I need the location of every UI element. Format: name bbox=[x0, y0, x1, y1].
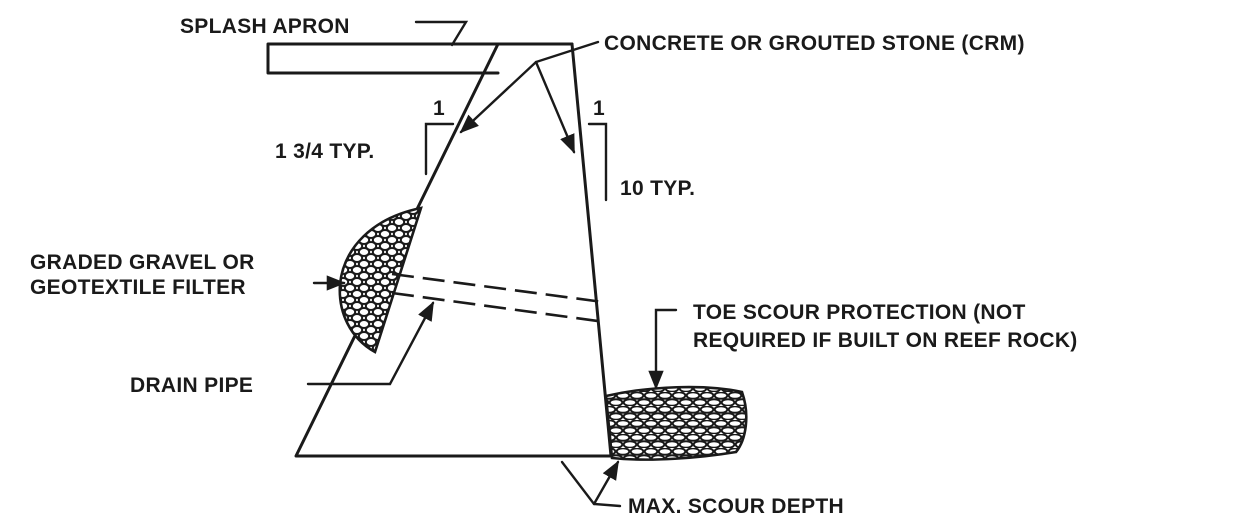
drain-pipe-leader bbox=[306, 301, 435, 386]
toe-scour-stones bbox=[604, 385, 748, 461]
splash-apron-label: SPLASH APRON bbox=[180, 15, 350, 38]
slope-left-side-label: 1 3/4 TYP. bbox=[275, 140, 375, 163]
slope-left-top-label: 1 bbox=[433, 97, 445, 120]
toe-scour-leader bbox=[648, 308, 678, 390]
slope-right-side-label: 10 TYP. bbox=[620, 177, 695, 200]
scour-depth-leader bbox=[560, 460, 622, 508]
seawall-body bbox=[294, 42, 613, 458]
gravel-filter bbox=[338, 206, 423, 354]
scour-depth-arrow bbox=[592, 460, 620, 506]
splash-apron-leader bbox=[414, 20, 469, 47]
filter-label-line1: GRADED GRAVEL OR bbox=[30, 251, 255, 274]
slope-bracket-left bbox=[424, 122, 455, 176]
toe-scour-label-line2: REQUIRED IF BUILT ON REEF ROCK) bbox=[693, 329, 1078, 352]
drain-pipe-bottom bbox=[391, 291, 606, 324]
concrete-leader-arrow bbox=[534, 60, 576, 154]
drain-pipe-top bbox=[391, 272, 604, 304]
slope-right-top-label: 1 bbox=[593, 97, 605, 120]
drain-pipe-label: DRAIN PIPE bbox=[130, 374, 253, 397]
scour-depth-label: MAX. SCOUR DEPTH bbox=[628, 495, 844, 518]
slope-bracket-right bbox=[587, 122, 608, 202]
filter-label-line2: GEOTEXTILE FILTER bbox=[30, 276, 246, 299]
splash-apron-slab bbox=[266, 42, 574, 75]
concrete-label: CONCRETE OR GROUTED STONE (CRM) bbox=[604, 32, 1025, 55]
toe-scour-label-line1: TOE SCOUR PROTECTION (NOT bbox=[693, 301, 1026, 324]
